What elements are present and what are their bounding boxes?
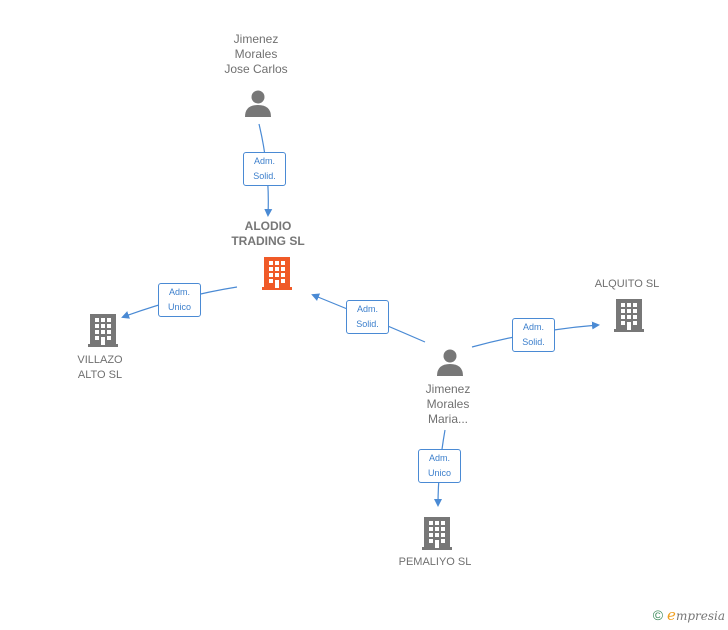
company-label-alquito[interactable]: ALQUITO SL	[577, 277, 677, 292]
building-icon[interactable]	[420, 515, 454, 551]
label-line: ALODIO	[244, 219, 292, 233]
relation-type: Solid.	[253, 171, 276, 181]
relation-role: Adm.	[253, 156, 275, 166]
relation-label-jose-alodio[interactable]: Adm. Solid.	[243, 152, 286, 186]
company-label-villazo-alto[interactable]: VILLAZO ALTO SL	[50, 353, 150, 383]
brand-logo[interactable]: empresia	[667, 606, 725, 624]
person-label-maria[interactable]: Jimenez Morales Maria...	[398, 382, 498, 427]
label-line: ALTO SL	[77, 369, 123, 381]
footer-brand: © empresia	[653, 606, 725, 624]
person-icon[interactable]	[435, 347, 465, 377]
relation-label-maria-alquito[interactable]: Adm. Solid.	[512, 318, 555, 352]
relation-role: Adm.	[356, 304, 378, 314]
label-line: TRADING SL	[231, 234, 305, 248]
brand-name: mpresia	[675, 609, 725, 623]
company-label-alodio-trading[interactable]: ALODIO TRADING SL	[218, 219, 318, 249]
label-line: Jimenez	[233, 32, 279, 46]
relation-label-alodio-villazo[interactable]: Adm. Unico	[158, 283, 201, 317]
label-line: Jose Carlos	[224, 62, 288, 76]
label-line: VILLAZO	[77, 354, 123, 366]
label-line: Maria...	[427, 412, 468, 426]
brand-initial: e	[667, 606, 676, 624]
label-line: Morales	[234, 47, 278, 61]
relation-type: Solid.	[522, 337, 545, 347]
label-line: Morales	[426, 397, 470, 411]
relation-type: Unico	[427, 468, 451, 478]
label-line: Jimenez	[425, 382, 471, 396]
label-line: ALQUITO SL	[594, 278, 660, 290]
building-icon[interactable]	[612, 297, 646, 333]
person-icon[interactable]	[243, 88, 273, 118]
copyright-icon: ©	[652, 607, 664, 623]
relation-type: Unico	[167, 302, 191, 312]
company-label-pemaliyo[interactable]: PEMALIYO SL	[385, 555, 485, 570]
relation-role: Adm.	[522, 322, 544, 332]
person-label-jose-carlos[interactable]: Jimenez Morales Jose Carlos	[206, 32, 306, 77]
relation-role: Adm.	[168, 287, 190, 297]
relation-type: Solid.	[356, 319, 379, 329]
label-line: PEMALIYO SL	[398, 556, 472, 568]
relation-role: Adm.	[428, 453, 450, 463]
building-icon[interactable]	[260, 255, 294, 291]
building-icon[interactable]	[86, 312, 120, 348]
relation-label-maria-pemaliyo[interactable]: Adm. Unico	[418, 449, 461, 483]
relation-label-maria-alodio[interactable]: Adm. Solid.	[346, 300, 389, 334]
